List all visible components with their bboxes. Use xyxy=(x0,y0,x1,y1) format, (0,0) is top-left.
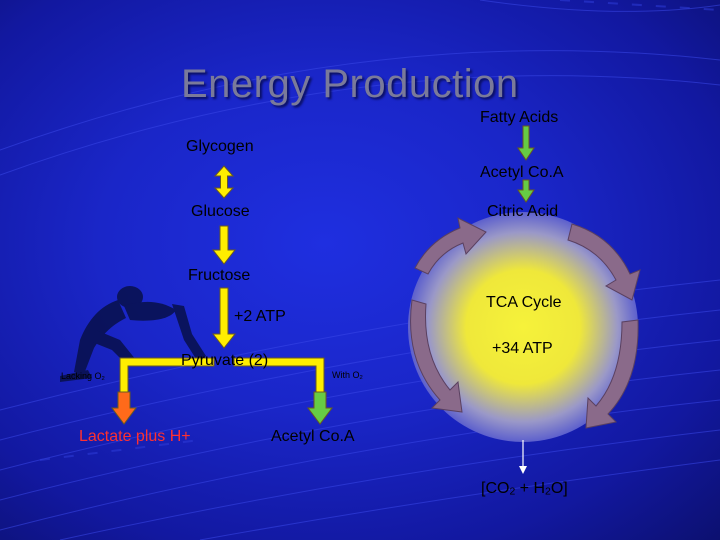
acetyl-citric-arrow xyxy=(517,179,535,203)
citric-acid-label: Citric Acid xyxy=(487,203,559,220)
acetyl-bottom-arrowhead xyxy=(307,391,333,425)
fructose-label: Fructose xyxy=(188,267,251,284)
acetyl-coa-top-label: Acetyl Co.A xyxy=(480,164,564,181)
fatty-acids-acetyl-arrow xyxy=(517,125,535,161)
glycogen-label: Glycogen xyxy=(186,138,254,155)
with-o2-label: With O2 xyxy=(332,370,363,381)
co2-arrow xyxy=(519,440,527,474)
tca-cycle-label: TCA Cycle xyxy=(486,294,562,311)
atp-2-label: +2 ATP xyxy=(234,308,286,325)
track-dashes xyxy=(39,0,720,461)
fatty-acids-label: Fatty Acids xyxy=(480,109,559,126)
glucose-label: Glucose xyxy=(191,203,250,220)
atp-34-label: +34 ATP xyxy=(492,340,553,357)
cycle-arrow-right-top xyxy=(567,223,641,301)
runner-silhouette xyxy=(60,286,206,382)
tca-cycle-disk xyxy=(408,212,638,442)
glycogen-glucose-arrow xyxy=(213,165,235,199)
co2-h2o-label: [CO2 + H2O] xyxy=(481,480,568,498)
pyruvate-label: Pyruvate (2) xyxy=(181,352,269,369)
slide-title: Energy Production xyxy=(181,62,519,106)
cycle-arrow-left-side xyxy=(410,299,463,413)
lactate-arrowhead xyxy=(111,391,137,425)
lactate-label: Lactate plus H+ xyxy=(79,428,191,445)
cycle-arrow-right-side xyxy=(585,319,639,429)
fructose-pyruvate-arrow xyxy=(211,287,237,349)
cycle-arrow-left-top xyxy=(414,217,487,275)
tca-cycle-arrows xyxy=(410,217,641,429)
lacking-o2-label: Lacking O2 xyxy=(61,371,105,382)
acetyl-coa-bottom-label: Acetyl Co.A xyxy=(271,428,355,445)
glucose-fructose-arrow xyxy=(211,225,237,265)
